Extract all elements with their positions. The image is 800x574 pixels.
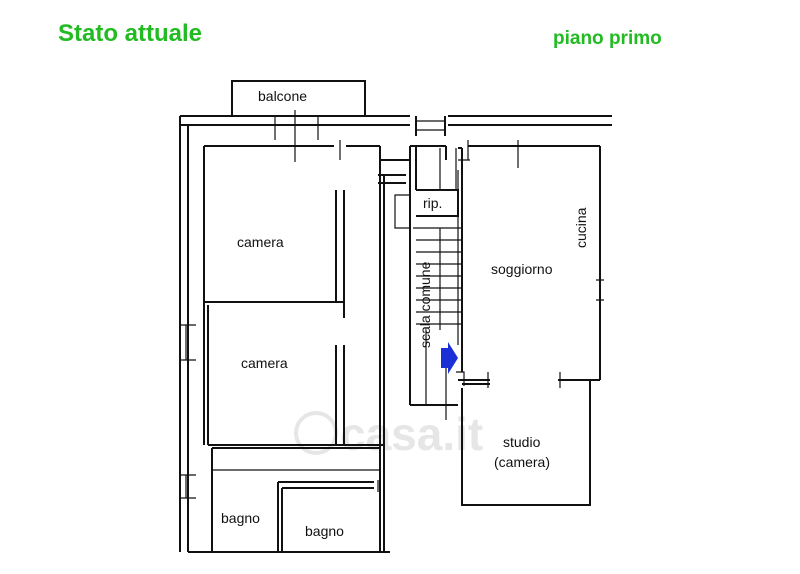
bagno-2-room [277,480,379,552]
room-label-camera-2: camera [241,355,288,371]
room-label-ripostiglio: rip. [423,195,442,211]
floor-label: piano primo [553,28,662,49]
room-label-bagno-1: bagno [221,510,260,526]
room-label-camera-1: camera [237,234,284,250]
camera-1-room [203,140,380,318]
room-label-bagno-2: bagno [305,523,344,539]
corridor [378,146,410,552]
room-label-scala: scala comune [417,261,433,348]
room-label-balcone: balcone [258,88,307,104]
studio-room [456,371,591,506]
camera-2-room [203,302,384,446]
ripostiglio-room [416,189,459,217]
watermark-text: casa.it [340,408,483,460]
room-label-studio-note: (camera) [494,454,550,470]
watermark: casa.it [294,408,483,460]
outer-walls [179,110,612,553]
plan-title: Stato attuale [58,20,203,47]
room-label-soggiorno: soggiorno [491,261,553,277]
bagno-1-room [211,447,380,552]
room-label-cucina: cucina [573,207,589,248]
room-label-studio: studio [503,434,541,450]
entrance-arrow-icon [441,342,458,374]
soggiorno-room [458,140,604,388]
